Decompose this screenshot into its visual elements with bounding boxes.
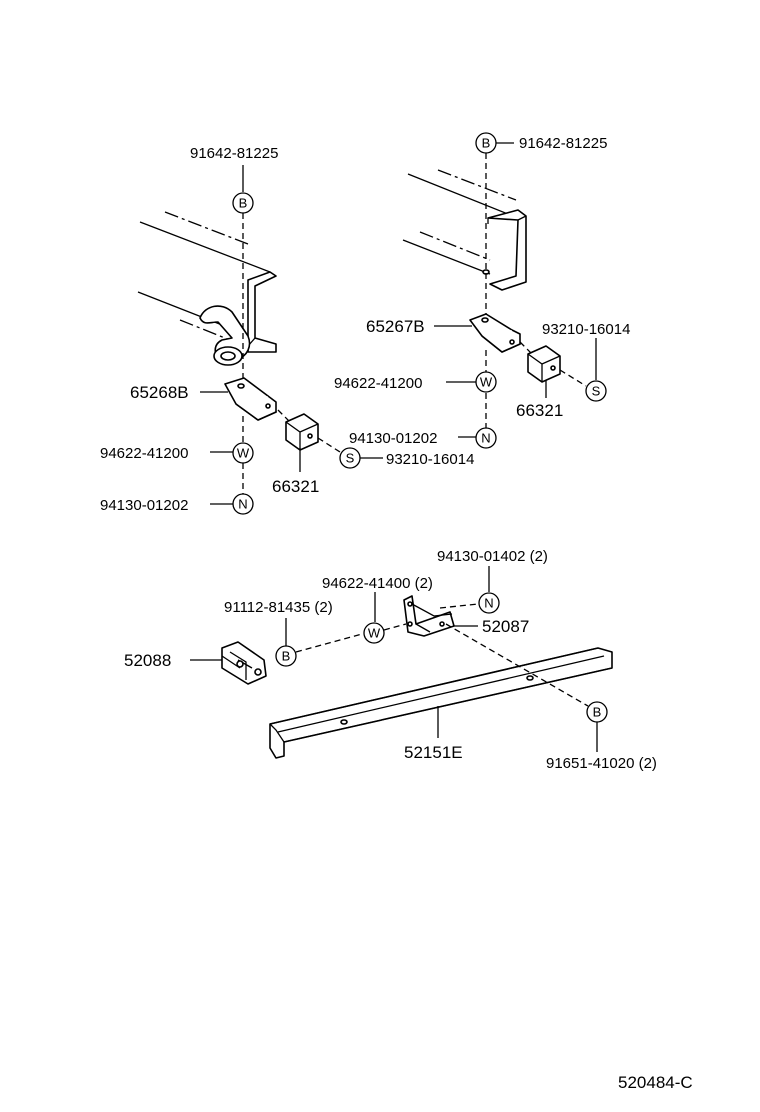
label-94130-01202-left: 94130-01202	[100, 497, 188, 514]
svg-text:B: B	[482, 136, 491, 151]
screw-symbol-icon: S	[339, 447, 361, 469]
label-66321-right: 66321	[516, 401, 563, 420]
left-frame-member	[137, 211, 277, 353]
label-91651-41020: 91651-41020 (2)	[546, 755, 657, 772]
lower-dashed-lines	[295, 603, 589, 707]
label-91112-81435: 91112-81435 (2)	[224, 599, 333, 616]
bolt-symbol-icon: B	[232, 192, 254, 214]
label-94622-41200-left: 94622-41200	[100, 445, 188, 462]
bolt-symbol-icon: B	[475, 132, 497, 154]
right-frame-member	[402, 169, 527, 291]
label-94622-41200-right: 94622-41200	[334, 375, 422, 392]
nut-symbol-icon: N	[475, 427, 497, 449]
washer-symbol-icon: W	[475, 371, 497, 393]
right-bolt-line	[485, 142, 514, 428]
svg-text:W: W	[368, 626, 381, 641]
svg-text:B: B	[593, 705, 602, 720]
label-93210-16014-right: 93210-16014	[542, 321, 630, 338]
label-52151E: 52151E	[404, 743, 463, 762]
washer-symbol-icon: W	[232, 442, 254, 464]
washer-symbol-icon: W	[363, 622, 385, 644]
nut-symbol-icon: N	[232, 493, 254, 515]
svg-text:N: N	[484, 596, 493, 611]
right-stopper-66321	[527, 345, 561, 383]
label-65268B: 65268B	[130, 383, 189, 402]
left-bracket-65268B	[224, 377, 277, 421]
label-65267B: 65267B	[366, 317, 425, 336]
label-94622-41400: 94622-41400 (2)	[322, 575, 433, 592]
label-52087: 52087	[482, 617, 529, 636]
svg-text:S: S	[346, 451, 355, 466]
svg-text:B: B	[239, 196, 248, 211]
label-91642-81225-right: 91642-81225	[519, 135, 607, 152]
bracket-52088	[221, 641, 267, 685]
svg-text:S: S	[592, 384, 601, 399]
svg-text:W: W	[480, 375, 493, 390]
rail-52151E	[269, 647, 613, 759]
label-52088: 52088	[124, 651, 171, 670]
bracket-52087	[403, 595, 455, 637]
nut-symbol-icon: N	[478, 592, 500, 614]
label-91642-81225-left: 91642-81225	[190, 145, 278, 162]
svg-text:N: N	[481, 431, 490, 446]
label-93210-16014-left: 93210-16014	[386, 451, 474, 468]
label-94130-01402: 94130-01402 (2)	[437, 548, 548, 565]
bolt-symbol-icon: B	[275, 645, 297, 667]
screw-symbol-icon: S	[585, 380, 607, 402]
svg-text:W: W	[237, 446, 250, 461]
left-hook	[199, 305, 251, 366]
right-bracket-65267B	[469, 313, 521, 353]
svg-text:N: N	[238, 497, 247, 512]
diagram-code: 520484-C	[618, 1073, 693, 1092]
bolt-symbol-icon: B	[586, 701, 608, 723]
left-stopper-66321	[285, 413, 319, 451]
label-66321-left: 66321	[272, 477, 319, 496]
svg-text:B: B	[282, 649, 291, 664]
label-94130-01202-right: 94130-01202	[349, 430, 437, 447]
